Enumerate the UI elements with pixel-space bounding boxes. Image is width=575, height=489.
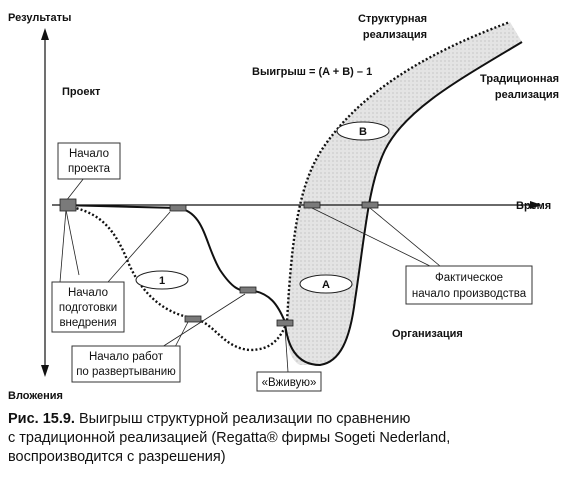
formula-label: Выигрыш = (A + B) – 1 <box>252 66 372 78</box>
marker-production-traditional <box>361 201 379 209</box>
project-start-line1: Начало <box>69 148 109 160</box>
region-1-label: 1 <box>159 275 165 287</box>
traditional-curve <box>59 41 523 367</box>
traditional-curve-label-line2: реализация <box>495 89 559 101</box>
caption-line-1-text: Выигрыш структурной реализации по сравне… <box>79 411 411 427</box>
y-axis-arrow-bottom <box>41 365 49 377</box>
production-start-line1: Фактическое <box>435 272 503 284</box>
y-axis-top-label: Результаты <box>8 12 71 24</box>
caption-line-3: воспроизводится с разрешения) <box>8 449 226 465</box>
structured-curve-label-line1: Структурная <box>358 13 427 25</box>
implementation-prep-line2: подготовки <box>59 302 117 314</box>
go-live-box: «Вживую» <box>256 371 322 392</box>
project-label: Проект <box>62 86 101 98</box>
benefit-diagram: B A 1 Результаты Вложения Время Проект С… <box>8 12 559 402</box>
region-a-ellipse <box>299 274 353 294</box>
project-start-box: Начало проекта <box>57 142 121 180</box>
deployment-start-box: Начало работ по развертыванию <box>71 345 181 383</box>
implementation-prep-box: Начало подготовки внедрения <box>51 281 125 333</box>
production-start-box: Фактическое начало производства <box>405 265 533 305</box>
traditional-curve-label-line1: Традиционная <box>480 73 559 85</box>
deployment-start-line2: по развертыванию <box>76 366 176 378</box>
marker-traditional-1 <box>169 204 187 212</box>
marker-traditional-2 <box>239 286 257 294</box>
region-b-ellipse <box>336 121 390 141</box>
marker-project-start <box>59 198 77 212</box>
marker-production-structured <box>303 201 321 209</box>
implementation-prep-line3: внедрения <box>59 317 116 329</box>
x-axis-arrow <box>530 201 542 209</box>
x-axis-label: Время <box>516 200 551 212</box>
go-live-label: «Вживую» <box>262 377 317 389</box>
pointer-lines <box>59 177 441 373</box>
marker-structured-1 <box>184 315 202 323</box>
y-axis-bottom-label: Вложения <box>8 390 63 402</box>
structured-curve-label-line2: реализация <box>363 29 427 41</box>
region-1-ellipse <box>135 270 189 290</box>
marker-go-live <box>276 319 294 327</box>
organization-label: Организация <box>392 328 463 340</box>
region-b-label: B <box>359 126 367 138</box>
production-start-line2: начало производства <box>412 288 527 300</box>
region-a-label: A <box>322 279 330 291</box>
figure-number: Рис. 15.9. <box>8 411 75 427</box>
structured-curve <box>59 20 511 352</box>
caption-line-1: Рис. 15.9. Выигрыш структурной реализаци… <box>8 410 568 429</box>
deployment-start-line1: Начало работ <box>89 351 164 363</box>
implementation-prep-line1: Начало <box>68 287 108 299</box>
figure-caption: Рис. 15.9. Выигрыш структурной реализаци… <box>8 410 568 467</box>
y-axis-arrow-top <box>41 28 49 40</box>
caption-line-2: с традиционной реализацией (Regatta® фир… <box>8 430 451 446</box>
project-start-line2: проекта <box>68 163 111 175</box>
